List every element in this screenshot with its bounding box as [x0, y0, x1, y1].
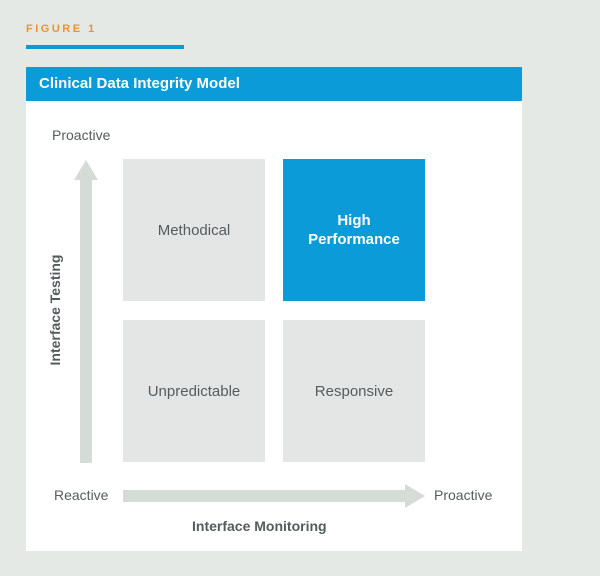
y-axis-title: Interface Testing	[47, 254, 63, 366]
quadrant-unpredictable: Unpredictable	[123, 320, 265, 462]
x-axis-arrow-shaft	[123, 490, 408, 502]
quadrant-unpredictable-label: Unpredictable	[147, 382, 241, 400]
x-axis-right-label: Proactive	[434, 487, 493, 503]
y-axis-top-label: Proactive	[52, 127, 111, 143]
quadrant-methodical-label: Methodical	[157, 221, 231, 239]
card-title: Clinical Data Integrity Model	[39, 75, 240, 92]
card-header: Clinical Data Integrity Model	[26, 67, 522, 101]
quadrant-high-performance-line1: High	[337, 212, 371, 229]
quadrant-high-performance-line2: Performance	[308, 231, 400, 248]
x-axis-title: Interface Monitoring	[192, 518, 327, 534]
x-axis-left-label: Reactive	[54, 487, 109, 503]
quadrant-responsive: Responsive	[283, 320, 425, 462]
diagram-card: Clinical Data Integrity Model	[26, 67, 522, 551]
x-axis-arrow-head	[405, 484, 425, 508]
figure-rule	[26, 45, 184, 49]
y-axis-arrow-shaft	[80, 178, 92, 463]
quadrant-responsive-label: Responsive	[314, 382, 394, 400]
quadrant-methodical: Methodical	[123, 159, 265, 301]
figure-label: FIGURE 1	[26, 23, 97, 35]
y-axis-arrow-head	[74, 160, 98, 180]
quadrant-high-performance: High Performance	[283, 159, 425, 301]
